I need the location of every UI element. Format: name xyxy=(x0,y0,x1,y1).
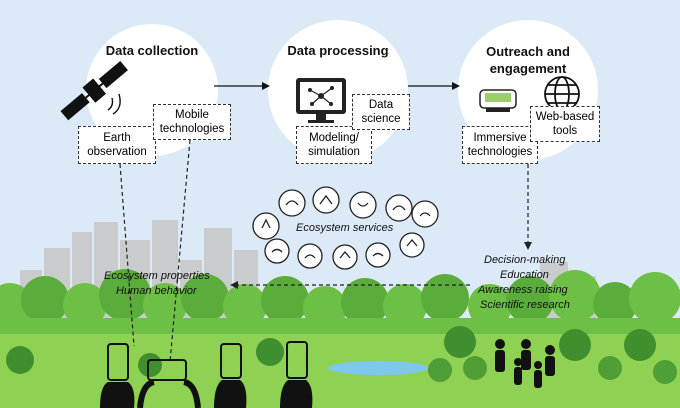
hands-with-phones xyxy=(100,341,313,408)
immersive-technologies-box: Immersive technologies xyxy=(462,126,538,164)
data-processing-title: Data processing xyxy=(287,43,389,58)
arrowheads xyxy=(262,82,460,90)
feedback-right-line-4: Scientific research xyxy=(480,299,570,311)
web-based-tools-box: Web-based tools xyxy=(530,106,600,142)
ecosystem-service-icons xyxy=(252,186,439,270)
earth-observation-box: Earth observation xyxy=(78,126,156,164)
lake xyxy=(328,361,428,375)
connector-arrowheads xyxy=(230,242,532,289)
outreach-title: Outreach and engagement xyxy=(486,44,570,76)
data-collection-title: Data collection xyxy=(105,43,199,58)
feedback-right-line-2: Education xyxy=(500,269,549,281)
computer-icon xyxy=(296,78,346,123)
tree-line xyxy=(0,269,680,384)
ecosystem-services-label: Ecosystem services xyxy=(296,222,394,234)
satellite-icon xyxy=(60,60,128,121)
vr-headset-icon xyxy=(479,89,517,112)
mobile-technologies-box: Mobile technologies xyxy=(153,104,231,140)
feedback-right-line-3: Awareness raising xyxy=(478,284,568,296)
data-science-box: Data science xyxy=(352,94,410,130)
modeling-simulation-box: Modeling/ simulation xyxy=(296,126,372,164)
people-silhouettes xyxy=(495,339,555,388)
feedback-left-line-2: Human behavior xyxy=(116,285,197,297)
feedback-left-line-1: Ecosystem properties xyxy=(104,270,210,282)
signal-waves xyxy=(107,93,121,115)
feedback-right-line-1: Decision-making xyxy=(484,254,566,266)
dashed-connectors xyxy=(119,139,529,363)
